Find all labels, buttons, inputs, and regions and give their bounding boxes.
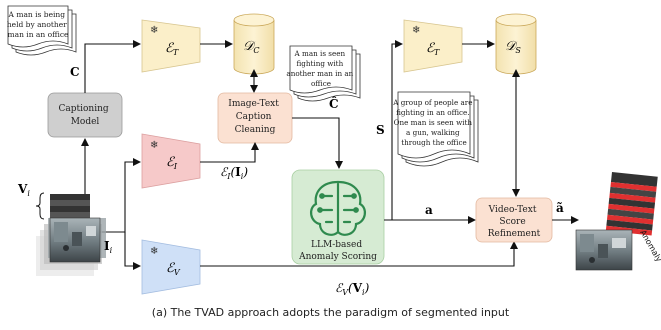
cleaning-line3: Cleaning xyxy=(235,125,276,135)
snowflake-icon: ❄ xyxy=(150,246,158,257)
brain-icon xyxy=(310,180,366,236)
arrow-frames-to-EI xyxy=(100,158,141,233)
image-text-cleaning-box: Image-Text Caption Cleaning xyxy=(217,92,293,144)
label-C: C xyxy=(70,65,80,79)
label-Vi: Vi xyxy=(17,182,30,198)
label-Ii: Ii xyxy=(104,239,113,255)
scene-description-document: A group of people are fighting in an off… xyxy=(392,91,479,167)
arrow-caption-to-ET xyxy=(84,40,141,93)
database-DS: 𝒟S xyxy=(495,13,537,75)
llm-scoring-box: LLM-based Anomaly Scoring xyxy=(291,169,385,265)
svg-text:Captioning Model: Captioning Model xyxy=(58,104,111,127)
label-anomaly: Anomaly xyxy=(638,229,661,264)
svg-text:A group of people are fi: A group of people are fighting in an off… xyxy=(392,98,475,147)
arrow-EI-to-cleaning xyxy=(200,142,259,163)
svg-text:Image-Text Caption: Image-Text Caption Cleaning xyxy=(228,99,281,135)
arrow-EV-to-refinement xyxy=(200,241,518,267)
database-DC: 𝒟C xyxy=(233,13,275,75)
captioning-line1: Captioning xyxy=(58,104,108,114)
svg-text:LLM-based Anomaly Scorin: LLM-based Anomaly Scoring xyxy=(298,240,377,262)
captioning-model-box: Captioning Model xyxy=(47,92,123,138)
label-C-hat: Ĉ xyxy=(329,95,339,111)
encoder-T-left: ❄ ℰT xyxy=(141,19,201,73)
arrow-frames-to-EV xyxy=(124,232,141,270)
input-caption-line2: held by another xyxy=(7,20,67,29)
snowflake-icon: ❄ xyxy=(150,140,158,151)
captioning-line2: Model xyxy=(71,117,100,127)
input-caption-line1: A man is being xyxy=(8,10,66,19)
label-a-tilde: ã xyxy=(556,201,564,215)
video-text-refinement-box: Video-Text Score Refinement xyxy=(475,197,553,243)
input-caption-document: A man is being held by another man in an… xyxy=(7,5,77,56)
input-caption-line3: man in an office xyxy=(8,30,70,39)
svg-text:Video-Text Score R: Video-Text Score Refinement xyxy=(488,205,541,239)
output-frames-stack: Anomaly xyxy=(575,172,661,271)
label-S: S xyxy=(376,123,385,137)
input-frames-stack xyxy=(36,194,106,276)
cleaned-caption-document: A man is seen fighting with another man … xyxy=(286,45,361,102)
snowflake-icon: ❄ xyxy=(412,25,420,36)
arrow-S-to-ET xyxy=(391,40,403,220)
tvad-diagram: A man is being held by another man in an… xyxy=(7,5,661,297)
svg-text:ℰI: ℰI xyxy=(166,155,178,171)
encoder-T-right: ❄ ℰT xyxy=(403,19,463,73)
cleaning-line1: Image-Text xyxy=(228,99,279,109)
label-EV-Vi: ℰV(Vi) xyxy=(335,281,370,297)
arrow-cleaning-to-LLM xyxy=(292,117,343,169)
label-EI-Ii: ℰI(Ii) xyxy=(220,165,248,181)
snowflake-icon: ❄ xyxy=(150,25,158,36)
encoder-V: ❄ ℰV xyxy=(141,239,201,295)
cleaning-line2: Caption xyxy=(236,112,272,122)
encoder-I: ❄ ℰI xyxy=(141,133,201,189)
label-a: a xyxy=(425,203,433,217)
svg-text:A man is seen fighting w: A man is seen fighting with another man … xyxy=(286,49,355,88)
svg-text:A man is being held by a: A man is being held by another man in an… xyxy=(7,10,69,39)
vi-brace xyxy=(35,192,45,220)
figure-caption: (a) The TVAD approach adopts the paradig… xyxy=(151,306,510,319)
